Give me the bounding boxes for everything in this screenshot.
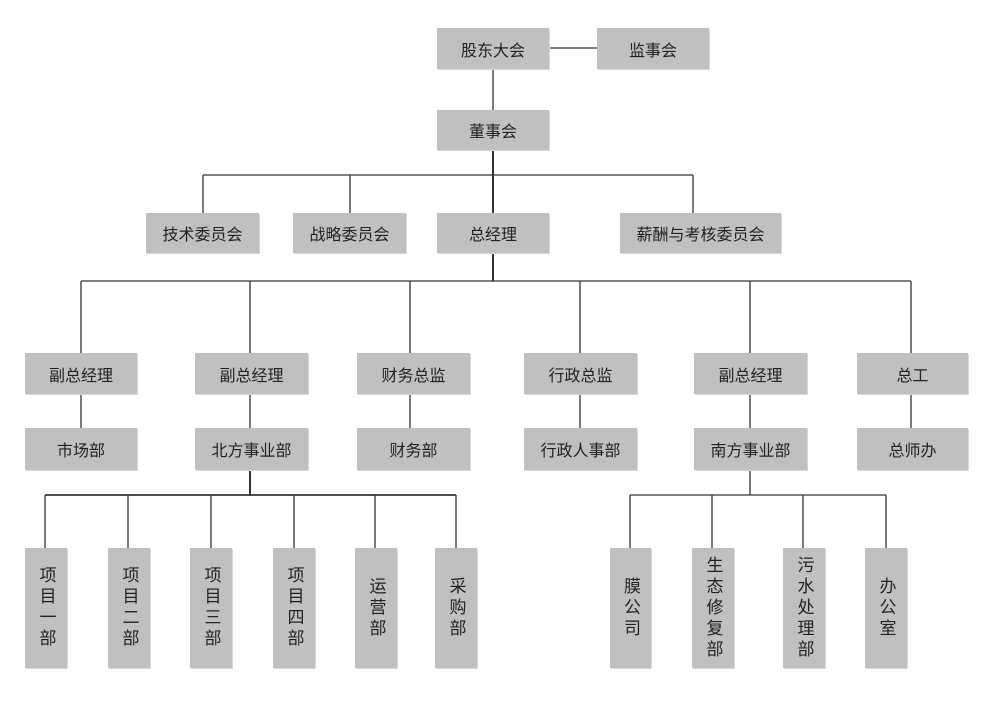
node-board: 董事会 xyxy=(437,110,549,150)
node-project-3: 项目三部 xyxy=(190,548,232,668)
node-wastewater: 污水处理部 xyxy=(783,548,825,668)
node-office: 办公室 xyxy=(865,548,907,668)
node-strategy-committee: 战略委员会 xyxy=(293,213,406,253)
node-south-division: 南方事业部 xyxy=(694,428,807,470)
node-pay-committee: 薪酬与考核委员会 xyxy=(620,213,781,253)
node-eco-restoration: 生态修复部 xyxy=(692,548,734,668)
node-procurement: 采购部 xyxy=(435,548,477,668)
node-marketing: 市场部 xyxy=(25,428,137,470)
node-supervisors: 监事会 xyxy=(597,28,709,69)
node-project-1: 项目一部 xyxy=(25,548,67,668)
node-shareholders: 股东大会 xyxy=(437,28,549,69)
node-admin-director: 行政总监 xyxy=(524,353,637,394)
node-vp-1: 副总经理 xyxy=(25,353,137,394)
node-cfo: 财务总监 xyxy=(357,353,470,394)
node-tech-committee: 技术委员会 xyxy=(146,213,259,253)
node-general-manager: 总经理 xyxy=(437,213,549,253)
node-finance: 财务部 xyxy=(357,428,470,470)
node-admin-hr: 行政人事部 xyxy=(524,428,637,470)
node-chief-engineer-office: 总师办 xyxy=(857,428,968,470)
node-chief-engineer: 总工 xyxy=(857,353,968,394)
node-membrane-company: 膜公司 xyxy=(610,548,651,668)
node-vp-2: 副总经理 xyxy=(195,353,308,394)
node-operations: 运营部 xyxy=(355,548,397,668)
node-vp-3: 副总经理 xyxy=(694,353,807,394)
node-project-2: 项目二部 xyxy=(108,548,150,668)
node-north-division: 北方事业部 xyxy=(195,428,308,470)
node-project-4: 项目四部 xyxy=(273,548,315,668)
